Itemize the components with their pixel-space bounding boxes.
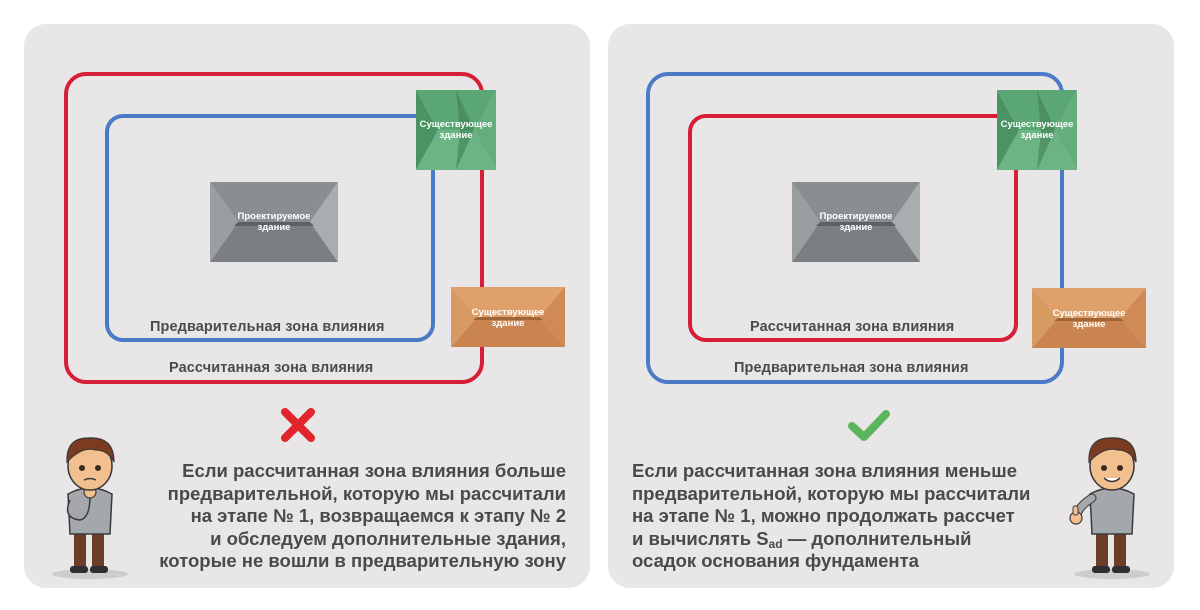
existing-building-roof-icon <box>997 90 1077 170</box>
subscript-ad: ad <box>768 536 783 551</box>
cross-icon <box>281 408 315 442</box>
designed-building-roof-icon <box>792 182 920 262</box>
existing-building-roof-icon <box>416 90 496 170</box>
designed-building: Проектируемое здание <box>792 182 920 262</box>
existing-building-right: Существующее здание <box>1032 288 1146 348</box>
existing-building-top: Существующее здание <box>997 90 1077 170</box>
existing-building-right: Существующее здание <box>451 287 565 347</box>
existing-building-label: Существующее здание <box>1052 308 1126 330</box>
preliminary-zone-outline <box>105 114 435 342</box>
existing-building-roof-icon <box>451 287 565 347</box>
calculated-zone-outline <box>688 114 1018 342</box>
thinking-person-icon <box>52 437 128 579</box>
preliminary-zone-outline <box>646 72 1064 384</box>
preliminary-zone-label: Предварительная зона влияния <box>734 360 969 376</box>
left-caption: Если рассчитанная зона влияния больше пр… <box>159 460 566 571</box>
calculated-zone-label: Рассчитанная зона влияния <box>750 319 955 335</box>
calculated-zone-outline <box>64 72 484 384</box>
calculated-zone-label: Рассчитанная зона влияния <box>169 360 374 376</box>
preliminary-zone-label: Предварительная зона влияния <box>150 319 385 335</box>
designed-building-roof-icon <box>210 182 338 262</box>
designed-building-label: Проектируемое здание <box>819 211 893 233</box>
right-panel: Проектируемое здание Существующее здание… <box>608 24 1174 588</box>
right-caption: Если рассчитанная зона влияния меньше пр… <box>632 460 1031 571</box>
designed-building-label: Проектируемое здание <box>237 211 311 233</box>
left-panel: Проектируемое здание Существующее здание… <box>24 24 590 588</box>
check-icon <box>848 410 890 441</box>
existing-building-roof-icon <box>1032 288 1146 348</box>
existing-building-label: Существующее здание <box>1000 119 1074 141</box>
existing-building-label: Существующее здание <box>471 307 545 329</box>
designed-building: Проектируемое здание <box>210 182 338 262</box>
thumbs-up-person-icon <box>1069 437 1150 579</box>
existing-building-label: Существующее здание <box>419 119 493 141</box>
existing-building-top: Существующее здание <box>416 90 496 170</box>
